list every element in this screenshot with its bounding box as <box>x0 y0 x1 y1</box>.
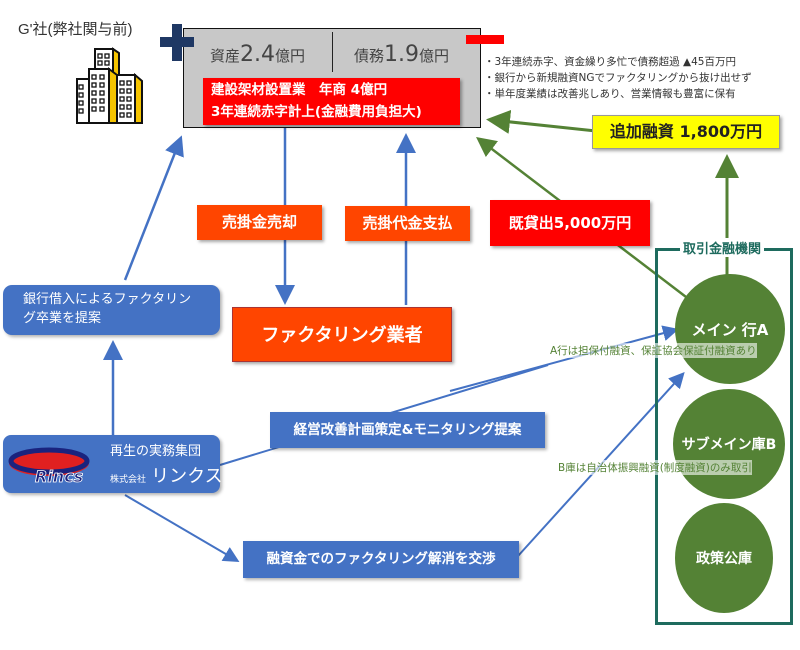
factoring-company-box: ファクタリング業者 <box>232 307 452 362</box>
arrow-loan-to-company <box>486 109 597 134</box>
note-item: ・銀行から新規融資NGでファクタリングから抜け出せず <box>484 72 752 84</box>
debt-unit: 億円 <box>419 47 450 65</box>
debt: 債務1.9億円 <box>354 42 449 67</box>
financial-institutions-title: 取引金融機関 <box>680 238 765 257</box>
rincs-logo-text: Rincs <box>35 467 83 485</box>
plan-proposal-box: 経営改善計画策定&モニタリング提案 <box>270 412 545 448</box>
company-profile: 建設架材設置業 年商 4億円 3年連続赤字計上(金融費用負担大) <box>203 78 460 125</box>
rincs-corp-prefix: 株式会社 <box>110 475 147 485</box>
proposal-bank-borrowing: 銀行借入によるファクタリング卒業を提案 <box>3 285 220 335</box>
main-bank-circle: メイン 行A <box>675 274 785 384</box>
minus-icon <box>466 35 504 44</box>
negotiate-box: 融資金でのファクタリング解消を交渉 <box>243 541 519 578</box>
proposal-text: 銀行借入によるファクタリング卒業を提案 <box>23 292 192 326</box>
balance-divider <box>332 32 333 72</box>
note-item: ・3年連続赤字、資金繰り多忙で債務超過 ▲45百万円 <box>484 56 736 68</box>
rincs-logo: Rincs <box>7 445 105 486</box>
arrow-plan-to-main-bank <box>449 325 679 392</box>
assets: 資産2.4億円 <box>210 42 305 67</box>
building-icon <box>75 45 145 125</box>
rincs-tagline: 再生の実務集団 <box>110 444 202 459</box>
rincs-name-line: 株式会社 リンクス <box>110 462 223 488</box>
note-item: ・単年度業績は改善兆しあり、営業情報も豊富に保有 <box>484 88 736 100</box>
additional-loan-box: 追加融資 1,800万円 <box>592 115 780 149</box>
debt-label: 債務 <box>354 47 385 65</box>
sub-bank-circle: サブメイン庫B <box>673 389 785 499</box>
arrow-rincs-to-negotiate <box>124 494 240 563</box>
plus-icon-vertical <box>172 24 182 61</box>
company-label: G'社(弊社関与前) <box>18 21 133 38</box>
existing-loan-box: 既貸出5,000万円 <box>490 200 650 246</box>
policy-bank-circle: 政策公庫 <box>675 503 773 613</box>
debt-value: 1.9 <box>384 42 420 67</box>
profile-line-1: 建設架材設置業 年商 4億円 <box>211 82 388 98</box>
rincs-name: リンクス <box>151 466 223 487</box>
arrow-proposal-to-company <box>123 135 184 281</box>
assets-value: 2.4 <box>240 42 276 67</box>
rincs-box: Rincs 再生の実務集団 株式会社 リンクス <box>3 435 223 493</box>
sub-bank-note: B庫は自治体振興融資(制度融資)のみ取引 <box>558 460 752 475</box>
profile-line-2: 3年連続赤字計上(金融費用負担大) <box>211 104 422 120</box>
main-bank-note: A行は担保付融資、保証協会保証付融資あり <box>550 343 757 358</box>
assets-unit: 億円 <box>275 47 306 65</box>
receivable-sale-box: 売掛金売却 <box>197 205 322 240</box>
receivable-payment-box: 売掛代金支払 <box>345 206 470 241</box>
assets-label: 資産 <box>210 47 241 65</box>
notes-list: ・3年連続赤字、資金繰り多忙で債務超過 ▲45百万円 ・銀行から新規融資NGでフ… <box>484 54 752 102</box>
